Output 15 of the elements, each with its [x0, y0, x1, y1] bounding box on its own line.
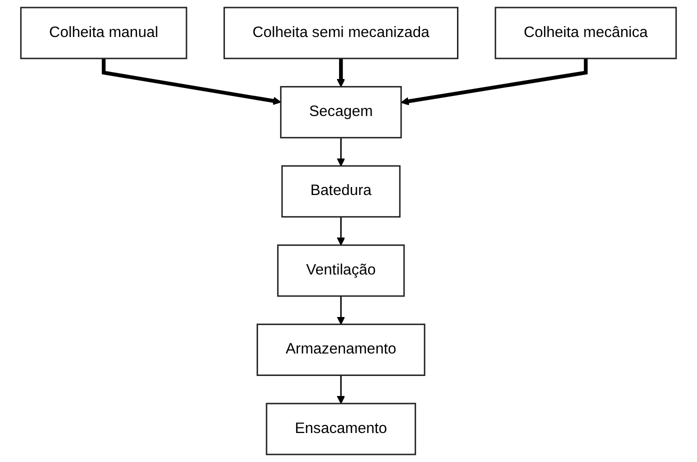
node-box [266, 402, 416, 456]
node-box [494, 6, 677, 60]
node-box [256, 324, 426, 376]
node-box [277, 244, 405, 297]
arrow [336, 296, 346, 325]
arrow [336, 138, 346, 166]
arrow [400, 58, 588, 106]
arrow [336, 375, 346, 404]
node-box [20, 6, 188, 60]
arrow [336, 216, 346, 246]
node-box [281, 165, 401, 218]
node-box [280, 86, 402, 138]
node-box [224, 6, 458, 60]
arrow [336, 58, 346, 88]
arrow [102, 58, 282, 106]
